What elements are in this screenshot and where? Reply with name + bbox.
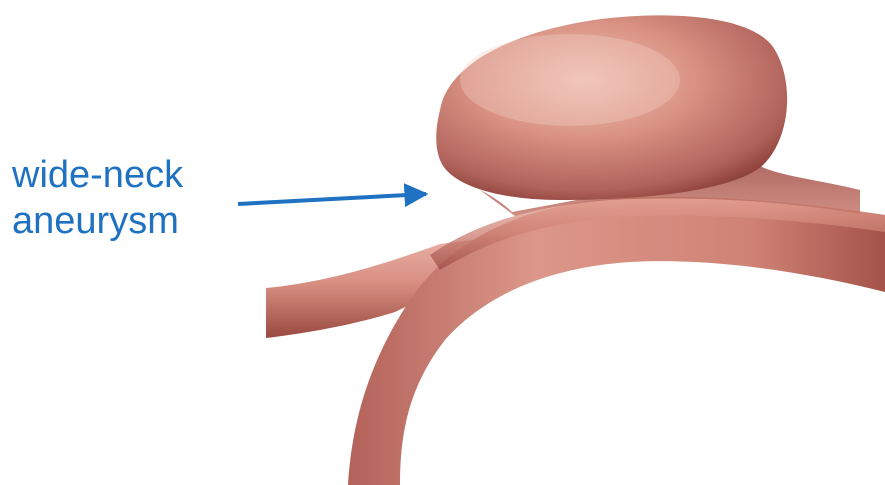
arch-vessel bbox=[348, 197, 885, 485]
label-line-2: aneurysm bbox=[12, 198, 183, 244]
aneurysm-label: wide-neck aneurysm bbox=[12, 152, 183, 244]
arrow-right-icon bbox=[238, 194, 426, 204]
dome-highlight bbox=[460, 34, 680, 126]
label-line-1: wide-neck bbox=[12, 152, 183, 198]
